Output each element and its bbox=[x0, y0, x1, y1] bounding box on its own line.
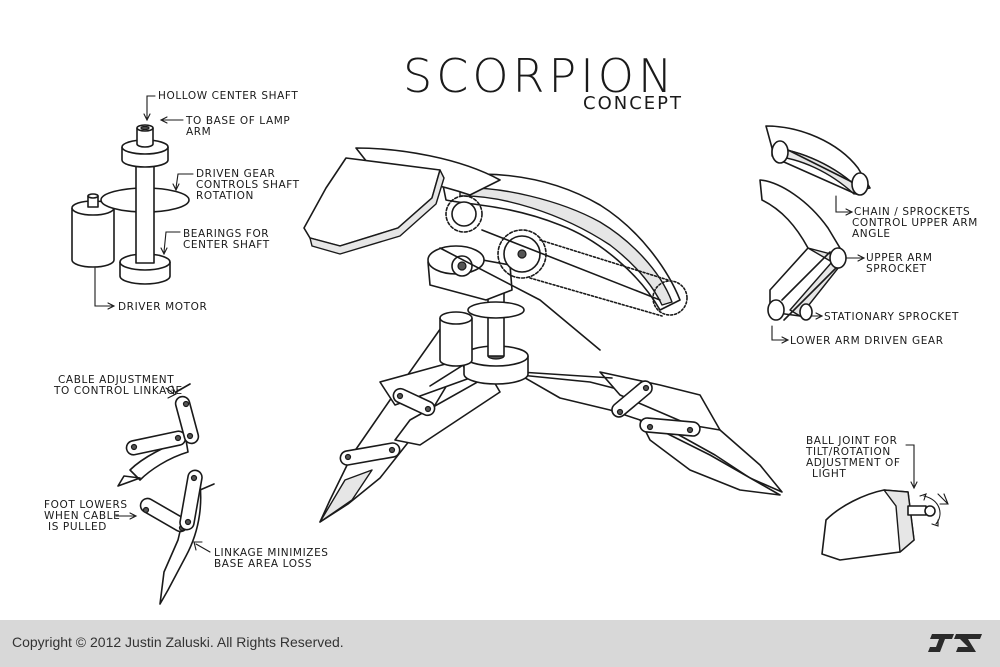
sketch-title: SCORPION bbox=[403, 49, 676, 103]
label-foot-lowers-3: IS PULLED bbox=[48, 521, 107, 533]
label-hollow-center-shaft: HOLLOW CENTER SHAFT bbox=[158, 90, 298, 102]
label-chain-1: CHAIN / SPROCKETS bbox=[854, 206, 970, 218]
shaft-assembly-drawing bbox=[71, 124, 190, 285]
label-upper-arm-1: UPPER ARM bbox=[866, 252, 933, 264]
label-driven-gear-2: CONTROLS SHAFT bbox=[196, 179, 300, 191]
label-foot-lowers-1: FOOT LOWERS bbox=[44, 499, 128, 511]
label-ball-joint-3: ADJUSTMENT OF bbox=[806, 457, 901, 469]
label-driven-gear-3: ROTATION bbox=[196, 190, 254, 202]
label-to-base-2: ARM bbox=[186, 126, 211, 138]
label-ball-joint-4: LIGHT bbox=[812, 468, 846, 480]
ball-joint-head-drawing bbox=[821, 489, 949, 561]
label-stationary-sprocket: STATIONARY SPROCKET bbox=[824, 311, 959, 323]
label-chain-3: ANGLE bbox=[852, 228, 891, 240]
label-foot-lowers-2: WHEN CABLE bbox=[44, 510, 120, 522]
scorpion-lamp-drawing bbox=[303, 147, 783, 523]
arm-sprocket-detail-drawing bbox=[759, 125, 871, 321]
label-driver-motor: DRIVER MOTOR bbox=[118, 301, 207, 313]
label-bearings-1: BEARINGS FOR bbox=[183, 228, 269, 240]
copyright-footer: Copyright © 2012 Justin Zaluski. All Rig… bbox=[0, 620, 1000, 667]
copyright-text: Copyright © 2012 Justin Zaluski. All Rig… bbox=[12, 634, 344, 650]
label-lower-arm-driven-gear: LOWER ARM DRIVEN GEAR bbox=[790, 335, 944, 347]
linkage-detail-drawing bbox=[117, 383, 215, 605]
jz-monogram-logo-icon bbox=[928, 634, 982, 652]
label-driven-gear-1: DRIVEN GEAR bbox=[196, 168, 275, 180]
label-linkage-2: BASE AREA LOSS bbox=[214, 558, 312, 570]
label-chain-2: CONTROL UPPER ARM bbox=[852, 217, 978, 229]
sketch-subtitle: CONCEPT bbox=[583, 93, 683, 114]
label-linkage-1: LINKAGE MINIMIZES bbox=[214, 547, 329, 559]
label-to-base-1: TO BASE OF LAMP bbox=[185, 115, 290, 127]
label-bearings-2: CENTER SHAFT bbox=[183, 239, 270, 251]
label-ball-joint-1: BALL JOINT FOR bbox=[806, 435, 898, 447]
label-cable-adjustment-1: CABLE ADJUSTMENT bbox=[58, 374, 174, 386]
label-ball-joint-2: TILT/ROTATION bbox=[805, 446, 891, 458]
label-upper-arm-2: SPROCKET bbox=[866, 263, 927, 275]
concept-sketch: SCORPION CONCEPT HOLLOW CENTER SHAFT TO … bbox=[44, 49, 978, 605]
label-cable-adjustment-2: TO CONTROL LINKAGE bbox=[53, 385, 183, 397]
